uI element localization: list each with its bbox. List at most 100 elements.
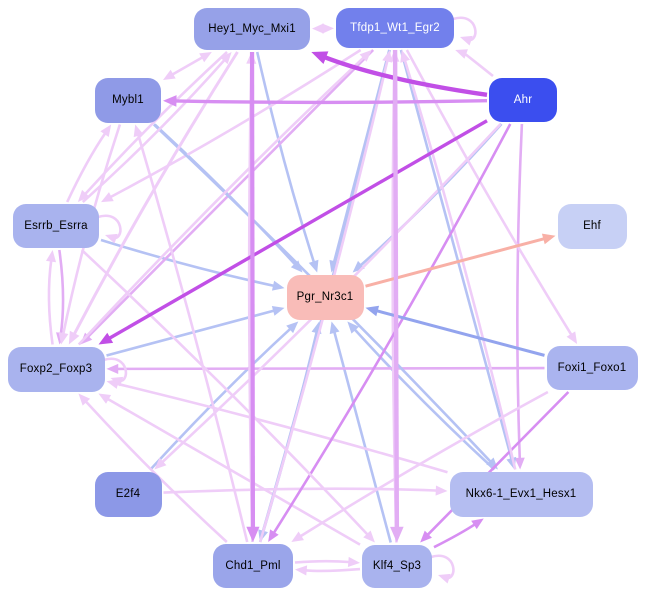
- node-label: Hey1_Myc_Mxi1: [208, 23, 296, 35]
- arrowhead-ahr-hey1: [311, 51, 329, 64]
- edge-e2f4-pgr: [149, 326, 293, 471]
- edge-ahr-mybl1: [173, 99, 488, 105]
- node-label: Klf4_Sp3: [372, 560, 422, 572]
- edge-foxp2-pgr: [106, 309, 276, 357]
- arrowhead-ahr-nkx6: [514, 457, 525, 470]
- arrowhead-mybl1-foxp2: [58, 331, 69, 345]
- arrowhead-hey1-pgr: [308, 259, 319, 273]
- arrowhead-klf4-foxp2: [98, 393, 112, 404]
- edge-foxp2-esrrb: [47, 259, 54, 345]
- arrowhead-e2f4-pgr: [286, 321, 299, 334]
- arrowhead-chd1-mybl1: [133, 124, 144, 138]
- arrowhead-chd1-foxp2: [78, 393, 91, 406]
- node-label: Pgr_Nr3c1: [296, 291, 354, 303]
- arrowhead-loop-esrrb: [105, 233, 118, 244]
- arrowhead-foxi1-klf4: [420, 530, 432, 543]
- arrowhead-nkx6-pgr: [347, 321, 360, 334]
- edge-foxi1-pgr: [374, 308, 545, 357]
- edge-e2f4-nkx6: [163, 487, 439, 494]
- node-hey1[interactable]: Hey1_Myc_Mxi1: [194, 8, 310, 50]
- arrowhead-chd1-tfdp1: [382, 50, 393, 63]
- arrowhead-hey1-chd1: [246, 526, 260, 542]
- arrowhead-ahr-foxp2: [98, 332, 114, 345]
- edge-tfdp1-foxi1: [405, 49, 574, 337]
- arrowhead-tfdp1-foxi1: [566, 331, 578, 344]
- arrowhead-esrrb-klf4: [363, 530, 375, 543]
- arrowhead-hey1-esrrb: [77, 189, 90, 202]
- edge-mybl1-hey1: [170, 55, 205, 77]
- arrowhead-nkx6-tfdp1: [400, 50, 411, 63]
- edge-ahr-nkx6: [516, 123, 524, 461]
- arrowhead-pgr-ehf: [541, 233, 556, 245]
- arrowhead-foxp2-pgr: [271, 305, 285, 316]
- arrowhead-klf4-nkx6: [471, 518, 484, 530]
- edge-klf4-pgr: [332, 330, 392, 543]
- node-esrrb[interactable]: Esrrb_Esrra: [13, 204, 99, 248]
- arrowhead-tfdp1-klf4: [390, 526, 404, 543]
- edge-foxi1-foxp2: [115, 366, 545, 371]
- node-mybl1[interactable]: Mybl1: [95, 77, 161, 123]
- node-pgr[interactable]: Pgr_Nr3c1: [286, 274, 364, 320]
- edge-hey1-foxp2: [72, 51, 239, 337]
- arrowhead-hey1-tfdp1: [322, 23, 334, 34]
- node-ehf[interactable]: Ehf: [557, 203, 627, 249]
- node-label: Nkx6-1_Evx1_Hesx1: [465, 488, 577, 500]
- arrowhead-esrrb-mybl1: [100, 124, 112, 138]
- edge-esrrb-foxp2: [58, 249, 65, 336]
- edge-esrrb-mybl1: [66, 131, 107, 203]
- arrowhead-hey1-mybl1: [163, 69, 176, 80]
- edge-ahr-tfdp1: [463, 52, 494, 78]
- edge-foxi1-klf4: [425, 391, 570, 537]
- edge-klf4-nkx6: [433, 522, 477, 549]
- node-ahr[interactable]: Ahr: [489, 78, 557, 122]
- arrowhead-loop-klf4: [438, 573, 451, 584]
- arrowhead-chd1-klf4: [347, 556, 360, 567]
- node-label: E2f4: [115, 488, 141, 500]
- arrowhead-foxi1-chd1: [291, 531, 304, 542]
- arrowhead-mybl1-hey1: [199, 52, 212, 63]
- node-e2f4[interactable]: E2f4: [94, 471, 162, 517]
- arrowhead-e2f4-nkx6: [435, 485, 448, 496]
- arrowhead-ahr-mybl1: [163, 95, 177, 107]
- node-label: Esrrb_Esrra: [24, 220, 88, 232]
- edge-tfdp1-klf4: [392, 49, 400, 530]
- arrowhead-tfdp1-hey1: [312, 23, 324, 34]
- node-foxi1[interactable]: Foxi1_Foxo1: [546, 346, 638, 390]
- edge-esrrb-hey1: [81, 58, 227, 203]
- arrowhead-loop-tfdp1: [460, 35, 473, 46]
- arrowhead-ahr-pgr: [352, 260, 365, 273]
- node-label: Foxi1_Foxo1: [557, 362, 627, 374]
- edge-hey1-esrrb: [83, 51, 228, 196]
- arrowhead-foxi1-pgr: [365, 305, 380, 317]
- edge-chd1-klf4: [294, 559, 351, 564]
- edge-pgr-ehf: [365, 236, 547, 288]
- arrowhead-ahr-tfdp1: [455, 49, 468, 59]
- arrowhead-klf4-chd1: [295, 565, 308, 576]
- arrowhead-foxp2-tfdp1: [359, 50, 372, 62]
- node-label: Chd1_Pml: [225, 560, 281, 572]
- node-nkx6[interactable]: Nkx6-1_Evx1_Hesx1: [449, 471, 593, 517]
- arrowhead-hey1-foxp2: [68, 330, 80, 345]
- edge-hey1-pgr: [255, 51, 316, 264]
- arrowhead-esrrb-hey1: [220, 52, 232, 65]
- arrowhead-klf4-pgr: [329, 321, 340, 335]
- node-label: Tfdp1_Wt1_Egr2: [350, 22, 440, 34]
- edge-hey1-chd1: [249, 51, 256, 530]
- node-label: Foxp2_Foxp3: [19, 363, 93, 375]
- edge-foxp2-tfdp1: [77, 55, 366, 346]
- edge-foxi1-chd1: [298, 390, 549, 539]
- arrowhead-esrrb-pgr: [271, 280, 285, 291]
- node-label: Ehf: [583, 220, 601, 232]
- arrowhead-tfdp1-esrrb: [101, 192, 114, 203]
- arrowhead-mybl1-pgr: [290, 260, 303, 273]
- node-tfdp1[interactable]: Tfdp1_Wt1_Egr2: [336, 8, 454, 48]
- edge-esrrb-klf4: [80, 249, 370, 537]
- node-chd1[interactable]: Chd1_Pml: [213, 544, 293, 588]
- node-foxp2[interactable]: Foxp2_Foxp3: [7, 346, 105, 392]
- arrowhead-loop-foxp2: [110, 376, 124, 387]
- arrowhead-foxi1-foxp2: [106, 363, 119, 374]
- node-klf4[interactable]: Klf4_Sp3: [362, 544, 432, 588]
- edge-tfdp1-nkx6: [399, 49, 514, 461]
- arrowhead-ahr-e2f4: [154, 457, 167, 470]
